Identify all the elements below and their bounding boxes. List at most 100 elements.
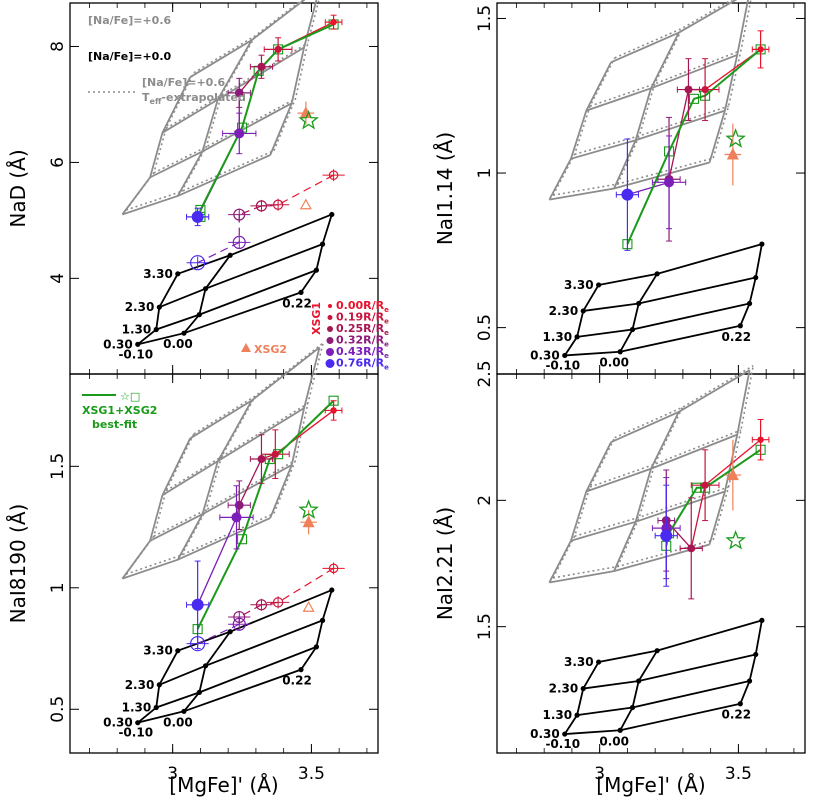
y-tick-label: 8 bbox=[48, 41, 68, 52]
model-grid-na-line bbox=[121, 76, 191, 216]
model-grid-line bbox=[177, 213, 333, 275]
grid-label-age-lo: 0.00 bbox=[599, 734, 629, 748]
xsg1-point bbox=[234, 128, 245, 139]
x-tick-label: 3.5 bbox=[298, 764, 325, 784]
model-grid-extrap-line bbox=[180, 395, 257, 556]
grid-label-imf: 3.30 bbox=[143, 644, 173, 658]
y-tick-label: 4 bbox=[48, 273, 68, 284]
model-grid-extrap-line bbox=[574, 105, 729, 156]
xsg2-point bbox=[299, 106, 312, 119]
y-tick-label: 2.5 bbox=[475, 360, 495, 387]
xsg1-point bbox=[234, 88, 244, 98]
grid-label-imf: 0.30 bbox=[530, 727, 560, 741]
model-grid-extrap-line bbox=[180, 35, 257, 192]
y-tick-label: 0.5 bbox=[475, 314, 495, 341]
legend-radius-marker bbox=[326, 337, 334, 344]
y-tick-label: 6 bbox=[48, 157, 68, 168]
model-grid-na-line bbox=[548, 441, 612, 583]
model-grid-na-line bbox=[269, 0, 318, 156]
xsg2-extrap-point bbox=[299, 198, 312, 210]
model-grid-line bbox=[598, 243, 763, 286]
model-grid-extrap-line bbox=[614, 364, 754, 439]
xsg1-point bbox=[701, 85, 709, 94]
model-grid-na-line bbox=[708, 370, 751, 545]
grid-label-age-hi: 0.22 bbox=[722, 708, 752, 722]
grid-label-imf: 0.30 bbox=[530, 348, 560, 362]
grid-label-imf: 1.30 bbox=[542, 330, 572, 344]
xsg1-point bbox=[257, 455, 266, 464]
model-grid-line bbox=[739, 243, 763, 327]
grid-label-imf: 2.30 bbox=[549, 304, 579, 318]
model-grid-extrap-line bbox=[617, 27, 684, 185]
model-grid-na-line bbox=[177, 400, 253, 561]
model-grid-extrap-line bbox=[153, 98, 296, 174]
model-grid-extrap-line bbox=[617, 407, 684, 567]
xsg1-point bbox=[330, 18, 337, 26]
grid-label-metal: -0.10 bbox=[545, 358, 580, 372]
model-grid-na-line bbox=[549, 543, 710, 584]
xsg1-segment bbox=[197, 517, 238, 606]
grid-label-imf: 1.30 bbox=[542, 708, 572, 722]
model-grid-na-line bbox=[708, 0, 749, 163]
grid-label-metal: -0.10 bbox=[118, 347, 153, 361]
x-axis-title: [MgFe]' (Å) bbox=[169, 773, 278, 797]
bestfit-square bbox=[236, 534, 248, 545]
extrap-segment bbox=[197, 241, 240, 264]
y-axis-title: NaI8190 (Å) bbox=[6, 504, 30, 624]
model-grid-line bbox=[564, 702, 741, 735]
legend-radius-label: 0.43R/Re bbox=[336, 345, 389, 360]
extrap-segment bbox=[238, 604, 262, 618]
model-grid-na-line bbox=[121, 438, 191, 580]
model-grid-line bbox=[619, 273, 658, 353]
grid-label-imf: 3.30 bbox=[143, 267, 173, 281]
xsg1-point bbox=[701, 481, 709, 489]
model-grid-na-line bbox=[613, 32, 680, 189]
extrap-segment bbox=[277, 567, 334, 603]
model-grid-extrap-line bbox=[589, 429, 742, 488]
xsg1-point bbox=[274, 45, 282, 53]
grid-label-imf: 2.30 bbox=[549, 682, 579, 696]
extrap-point bbox=[272, 597, 284, 608]
grid-label-age-hi: 0.22 bbox=[282, 296, 312, 310]
model-grid-extrap-line bbox=[712, 365, 755, 541]
extrap-point bbox=[255, 599, 268, 611]
grid-label-imf: 0.30 bbox=[103, 716, 133, 730]
grid-label-imf: 3.30 bbox=[564, 655, 594, 669]
xsg1-point bbox=[257, 62, 266, 71]
extrap-point bbox=[190, 255, 206, 271]
model-grid-na-line bbox=[177, 39, 253, 197]
plot-frame bbox=[496, 2, 806, 375]
y-tick-label: 1.5 bbox=[475, 5, 495, 32]
legend-radius-label: 0.19R/Re bbox=[336, 311, 389, 326]
legend-radius-marker bbox=[327, 315, 333, 320]
model-grid-line bbox=[598, 619, 763, 663]
bestfit-star bbox=[725, 529, 746, 550]
bestfit-star bbox=[298, 499, 319, 519]
xsg1-point bbox=[757, 436, 764, 443]
x-tick-label: 3.5 bbox=[725, 764, 752, 784]
extrap-point bbox=[328, 170, 339, 180]
legend-radius-marker bbox=[325, 359, 335, 368]
model-grid-na-line bbox=[613, 411, 680, 572]
model-grid-line bbox=[564, 324, 741, 357]
bestfit-line bbox=[199, 23, 335, 217]
legend-bestfit-line1: XSG1+XSG2 bbox=[82, 404, 157, 417]
extrap-point bbox=[255, 200, 268, 212]
extrap-point bbox=[272, 199, 284, 210]
xsg1-point bbox=[660, 529, 673, 542]
legend-xsg2: XSG2 bbox=[254, 343, 287, 356]
y-tick-label: 0.5 bbox=[48, 696, 68, 723]
model-grid-extrap-line bbox=[193, 0, 304, 74]
model-grid-extrap-line bbox=[125, 512, 275, 575]
model-grid-extrap-line bbox=[153, 459, 296, 537]
y-axis-title: NaD (Å) bbox=[6, 149, 30, 227]
model-grid-line bbox=[137, 273, 179, 346]
extrap-point bbox=[328, 563, 339, 574]
xsg1-segment bbox=[627, 181, 670, 196]
legend-teff: Teff-extrapolated bbox=[142, 91, 246, 106]
model-grid-extrap-line bbox=[552, 57, 616, 196]
model-grid-extrap-line bbox=[552, 157, 714, 196]
model-grid-na-line bbox=[586, 433, 738, 493]
